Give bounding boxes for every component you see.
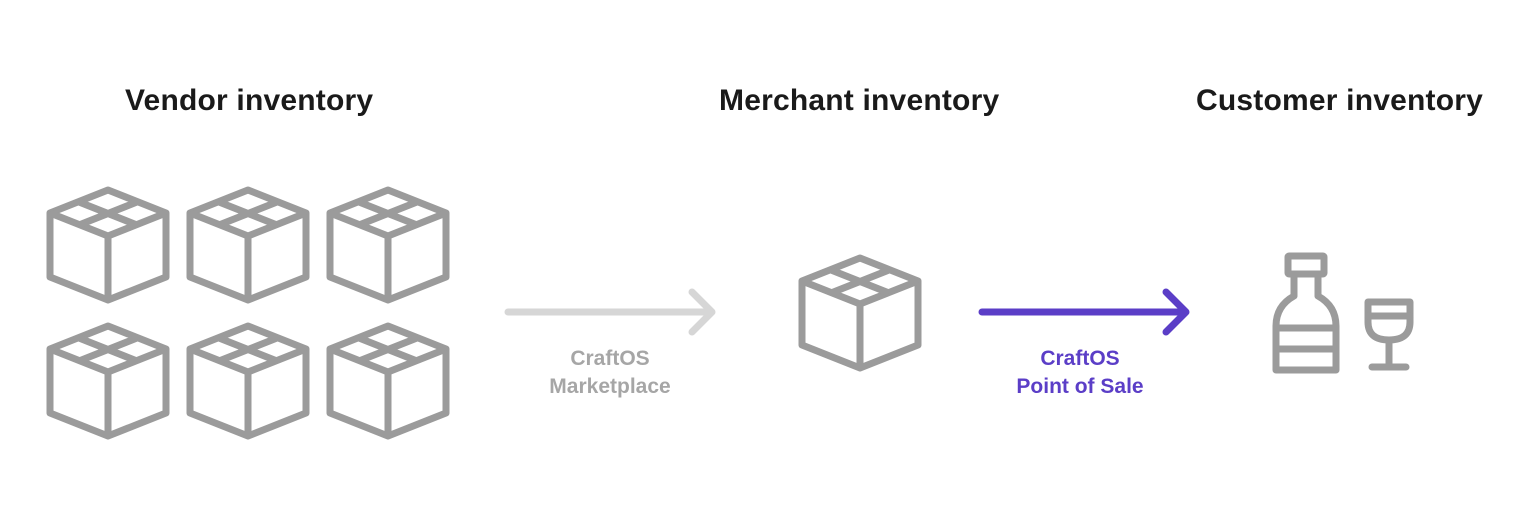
marketplace-label-line1: CraftOS <box>570 347 650 370</box>
bottle-icon <box>1272 252 1340 374</box>
box-icon <box>330 190 446 300</box>
marketplace-label-line2: Marketplace <box>549 375 671 398</box>
pos-label-line1: CraftOS <box>1040 347 1120 370</box>
box-icon <box>330 326 446 436</box>
marketplace-arrow <box>504 288 716 336</box>
pos-arrow <box>978 288 1190 336</box>
box-icon <box>190 326 306 436</box>
box-icon <box>50 326 166 436</box>
box-icon <box>50 190 166 300</box>
pos-label: CraftOS Point of Sale <box>990 345 1170 401</box>
merchant-inventory-heading: Merchant inventory <box>719 84 1000 117</box>
merchant-box-icon <box>802 258 918 368</box>
box-icon <box>190 190 306 300</box>
marketplace-label: CraftOS Marketplace <box>530 345 690 401</box>
customer-inventory-heading: Customer inventory <box>1196 84 1483 117</box>
wine-glass-icon <box>1364 298 1414 371</box>
vendor-inventory-heading: Vendor inventory <box>125 84 374 117</box>
pos-label-line2: Point of Sale <box>1016 375 1144 398</box>
